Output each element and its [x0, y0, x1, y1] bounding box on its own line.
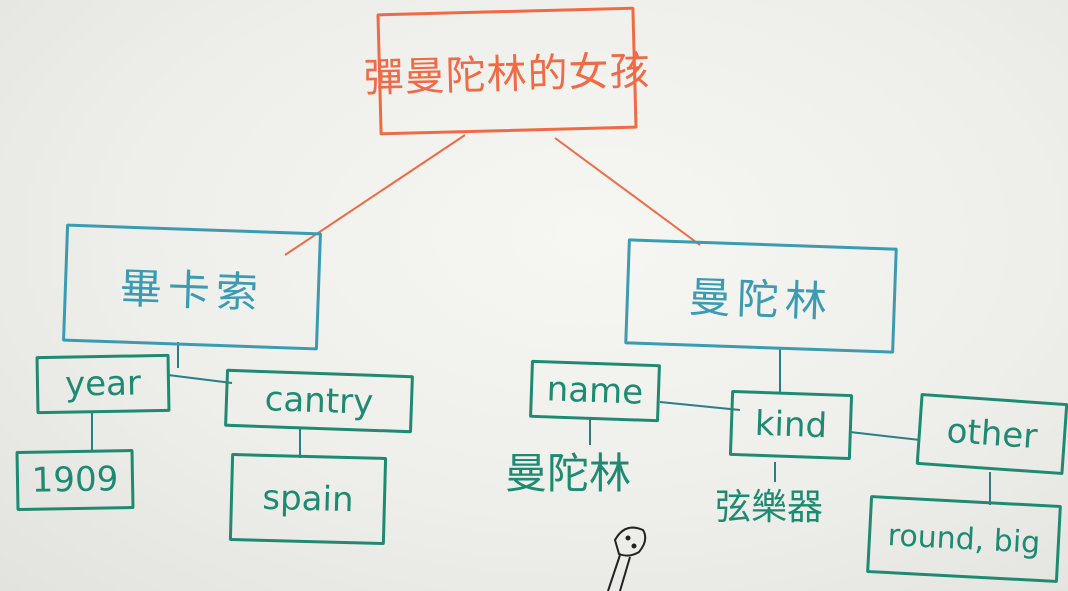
attr-value-kind-label: 弦樂器 — [715, 487, 824, 528]
attr-key-other-label: other — [945, 410, 1039, 458]
attr-key-other: other — [915, 392, 1068, 476]
attr-key-kind: kind — [728, 389, 854, 461]
branch-label-mandolin: 曼陀林 — [688, 271, 834, 326]
attr-value-kind: 弦樂器 — [715, 478, 823, 530]
attr-value-name-label: 曼陀林 — [505, 449, 632, 498]
attr-value-other: round, big — [866, 495, 1062, 583]
attr-value-cantry: spain — [228, 452, 388, 546]
root-node: 彈曼陀林的女孩 — [363, 6, 651, 136]
attr-key-kind-label: kind — [754, 403, 828, 447]
branch-label-picasso: 畢卡索 — [119, 262, 265, 317]
attr-key-cantry-label: cantry — [264, 379, 374, 423]
attr-key-name: name — [529, 359, 661, 423]
mandolin-sketch-icon — [607, 526, 647, 591]
attr-value-name: 曼陀林 — [505, 440, 631, 501]
branch-node-picasso: 畢卡索 — [62, 223, 322, 351]
connector-year-cantry — [167, 374, 233, 384]
attr-key-year: year — [35, 353, 171, 415]
root-label: 彈曼陀林的女孩 — [363, 48, 652, 102]
attr-key-name-label: name — [546, 369, 644, 413]
attr-value-cantry-label: spain — [261, 477, 355, 521]
attr-value-year: 1909 — [15, 448, 135, 512]
connector-root-mandolin — [554, 137, 701, 246]
branch-node-mandolin: 曼陀林 — [624, 238, 898, 354]
attr-value-year-label: 1909 — [31, 459, 119, 501]
attr-key-year-label: year — [64, 363, 142, 405]
connector-root-picasso — [284, 134, 466, 256]
connector-kind-other — [849, 431, 921, 441]
attr-key-cantry: cantry — [224, 368, 414, 434]
attr-value-other-label: round, big — [886, 517, 1042, 561]
connector-name-kind — [659, 401, 741, 411]
